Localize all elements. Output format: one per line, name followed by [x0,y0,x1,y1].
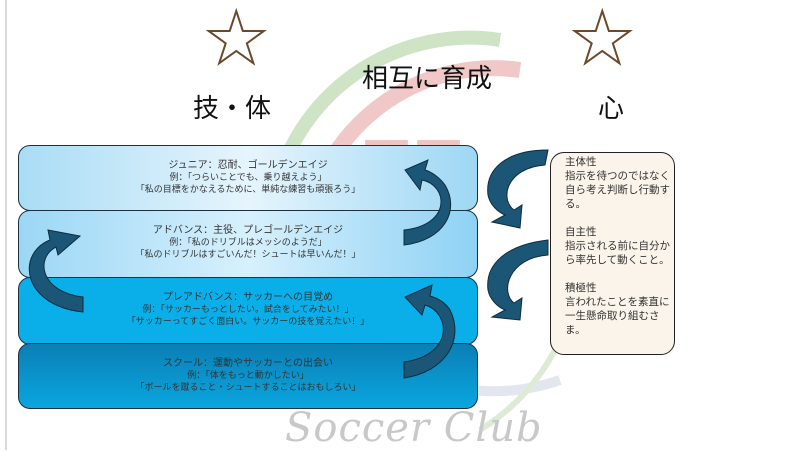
curved-arrow-icon [487,239,549,321]
heading-mind: 心 [598,94,625,124]
heading-skill-body: 技・体 [193,94,272,124]
stage-title: アドバンス：主役、プレゴールデンエイジ [152,225,344,236]
quality-title: 積極性 [565,282,597,294]
stage-advance: アドバンス：主役、プレゴールデンエイジ 例：「私のドリブルはメッシのようだ」 「… [18,210,478,278]
quality-text: 言われたことを素直に一生懸命取り組むさま。 [565,296,670,336]
stage-school: スクール：運動やサッカーとの出会い 例：「体をもっと動かしたい」 「ボールを蹴る… [18,343,478,409]
star-icon: ★ [569,0,636,80]
star-icon: ★ [203,0,270,80]
curved-arrow-icon [28,229,84,313]
watermark-text: Soccer Club [285,405,543,451]
quality-title: 主体性 [565,156,597,168]
stage-title: スクール：運動やサッカーとの出会い [163,358,333,369]
stage-title: プレアドバンス：サッカーへの目覚め [162,292,334,303]
curved-arrow-icon [403,284,456,379]
stage-junior: ジュニア：忍耐、ゴールデンエイジ 例：「つらいことでも、乗り越えよう」 「私の目… [18,145,478,211]
stage-example: 「私の目標をかなえるために、単純な練習も頑張ろう」 [135,185,361,195]
stage-example: 例：「体をもっと動かしたい」 [187,371,309,381]
slide-edge [5,0,7,450]
stage-example: 例：「私のドリブルはメッシのようだ」 [169,238,327,248]
stage-example: 「ボールを蹴ること・シュートすることはおもしろい」 [135,383,361,393]
stage-example: 「私のドリブルはすごいんだ！シュートは早いんだ！」 [135,250,361,260]
stage-example: 例：「つらいことでも、乗り越えよう」 [169,173,327,183]
quality-text: 指示を待つのではなく自ら考え判断し行動する。 [565,170,670,210]
heading-center: 相互に育成 [362,64,493,94]
curved-arrow-icon [487,149,549,229]
curved-arrow-icon [403,159,452,246]
stage-pre-advance: プレアドバンス：サッカーへの目覚め 例：「サッカーもっとしたい。試合をしてみたい… [18,277,478,345]
quality-text: 指示される前に自分から率先して動くこと。 [565,240,670,266]
quality-title: 自主性 [565,226,597,238]
stage-example: 「サッカーってすごく面白い。サッカーの技を覚えたい！」 [126,317,370,327]
stage-title: ジュニア：忍耐、ゴールデンエイジ [168,160,328,171]
stage-example: 例：「サッカーもっとしたい。試合をしてみたい！」 [142,305,354,315]
mind-qualities-panel: 主体性指示を待つのではなく自ら考え判断し行動する。 自主性指示される前に自分から… [550,152,675,355]
